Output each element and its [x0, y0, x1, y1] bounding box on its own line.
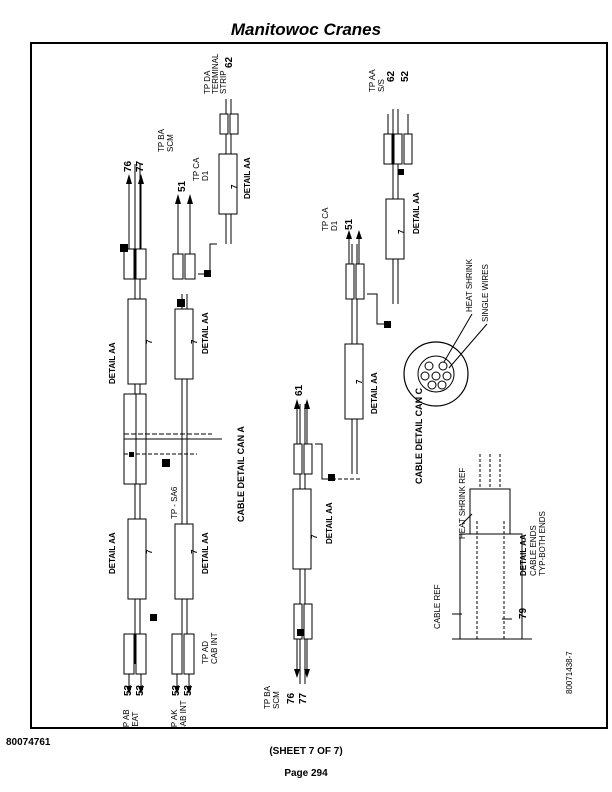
tp-da-label: TP DATERMINALSTRIP — [203, 53, 228, 94]
can-a-harness — [120, 164, 222, 694]
detail-aa-label-2: DETAIL AA — [108, 532, 117, 574]
tp-ak-label: TP AKCAB INT — [170, 700, 188, 727]
tp-ba-top-pin-a: 76 — [123, 160, 134, 172]
sheet-label: (SHEET 7 OF 7) — [269, 746, 343, 757]
cable-number-79: 79 — [518, 607, 529, 619]
tp-ba-top-pin-b: 77 — [135, 160, 146, 172]
cable-end-detail — [452, 454, 532, 640]
tp-ba-bottom-pin-b: 77 — [298, 692, 309, 704]
heat-shrink-ref-label: HEAT SHRINK REF — [458, 468, 467, 539]
detail-aa-label-6: DETAIL AA — [370, 372, 379, 414]
detail-aa-label-7: DETAIL AA — [325, 502, 334, 544]
cable-can-c-title: CABLE DETAIL CAN C — [414, 387, 424, 484]
page-number: Page 294 — [284, 768, 328, 779]
heat-shrink-label: HEAT SHRINK — [465, 258, 474, 312]
drawing-number: 80071438-7 — [565, 651, 574, 694]
tp-ca-top-label: TP CAD1 — [192, 157, 210, 181]
tp-ab-pin-b: 52 — [135, 684, 146, 696]
detail-aa-label-1: DETAIL AA — [108, 342, 117, 384]
tp-da-pin: 62 — [224, 56, 235, 68]
single-wires-label: SINGLE WIRES — [481, 264, 490, 322]
tp-aa-pin-a: 62 — [386, 70, 397, 82]
tp-aa-label: TP AAS/S — [368, 69, 386, 92]
tp-sa6-label: TP - SA6 — [170, 486, 179, 519]
detail-aa-label-8: DETAIL AA — [412, 192, 421, 234]
tp-ba-bottom-pin-a: 76 — [286, 692, 297, 704]
can-c-mid-harness — [344, 230, 391, 474]
wiring-diagram: CABLE DETAIL CAN A CABLE DETAIL CAN C 80… — [108, 53, 574, 727]
tp-da-harness — [198, 99, 239, 277]
detail-aa-label-4: DETAIL AA — [201, 532, 210, 574]
cable-can-a-title: CABLE DETAIL CAN A — [236, 426, 246, 522]
document-number: 80074761 — [6, 737, 51, 748]
tp-ak-pin: 52 — [171, 684, 182, 696]
tp-ad-label: TP ADCAB INT — [201, 632, 219, 664]
cable-ref-label: CABLE REF — [433, 584, 442, 629]
cable-number-3: 7 — [190, 339, 199, 344]
pin-61: 61 — [294, 384, 305, 396]
tp-aa-pin-b: 52 — [400, 70, 411, 82]
tp-ba-bottom-label: TP BASCM — [263, 685, 281, 709]
tp-ca-mid-pin: 51 — [344, 218, 355, 230]
can-c-upper-harness — [383, 109, 413, 304]
page-title: Manitowoc Cranes — [230, 20, 382, 39]
detail-aa-label-5: DETAIL AA — [243, 157, 252, 199]
drawing-frame: CABLE DETAIL CAN A CABLE DETAIL CAN C 80… — [30, 42, 608, 729]
cable-number-8: 7 — [397, 229, 406, 234]
cable-number-5: 7 — [230, 184, 239, 189]
tp-ab-pin: 52 — [123, 684, 134, 696]
cable-end-line1: CABLE ENDS — [529, 525, 538, 576]
cable-number-4: 7 — [190, 549, 199, 554]
detail-aa-label-3: DETAIL AA — [201, 312, 210, 354]
cable-cross-section — [403, 313, 488, 407]
cable-number-2: 7 — [145, 549, 154, 554]
tp-ca-mid-label: TP CAD1 — [321, 207, 339, 231]
cable-number-6: 7 — [355, 379, 364, 384]
cable-end-line2: TYP-BOTH ENDS — [538, 511, 547, 576]
cable-number-7: 7 — [310, 534, 319, 539]
cable-number-1: 7 — [145, 339, 154, 344]
tp-ca-top-pin: 51 — [177, 180, 188, 192]
tp-ba-top-label: TP BASCM — [157, 128, 175, 152]
can-c-lower-harness — [292, 399, 362, 684]
tp-ak-pin-b: 52 — [183, 684, 194, 696]
tp-ab-label: TP ABSEAT — [122, 709, 140, 727]
cable-end-detail-title: DETAIL AA — [519, 534, 528, 576]
